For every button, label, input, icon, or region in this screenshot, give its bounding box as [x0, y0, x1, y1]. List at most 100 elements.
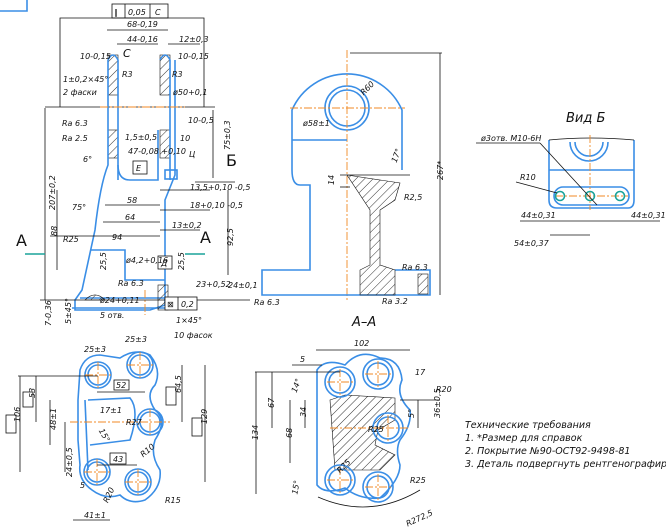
section-arrow-a-right: А	[200, 228, 211, 247]
dim-r20: R20	[436, 385, 452, 394]
dim-10-right: 10-0,15	[178, 52, 209, 61]
tech-req-item: 3. Деталь подвергнуть рентгенографиров	[465, 459, 666, 470]
symmetry-frame: ⊠ 0,2	[164, 296, 198, 311]
svg-text:⊠: ⊠	[167, 300, 174, 309]
section-aa: R60 ø58±1 17° 14 R2,5 267* 24±0,1 Ra 6.3…	[228, 50, 445, 330]
dim-23: 23+0,52	[196, 280, 231, 289]
roughness-ra63-right: Ra 6.3	[402, 263, 428, 272]
dim-chamfer-note: 2 фаски	[63, 88, 97, 97]
dim-25-left: 25±3	[84, 345, 106, 354]
dim-24-5: 24±0,5	[65, 447, 74, 477]
dim-267: 267*	[436, 161, 445, 180]
dim-angle-75: 75°	[72, 203, 86, 212]
dim-5-45: 5±45°	[64, 298, 73, 324]
dim-angle-17: 17°	[390, 147, 403, 163]
dim-phi50: ø50+0,1	[172, 88, 208, 97]
dim-r20: R20	[102, 486, 117, 504]
dim-129: 129	[200, 409, 209, 424]
dim-102: 102	[354, 339, 369, 348]
dim-75: 75±0,3	[223, 120, 232, 150]
dim-134: 134	[251, 425, 260, 440]
dim-thread: ø3отв. М10-6Н	[480, 134, 541, 143]
section-aa-contour	[291, 73, 403, 170]
roughness-ra63-left: Ra 6.3	[254, 298, 280, 307]
dim-13: 13±0,2	[172, 221, 202, 230]
dim-13-5: 13,5+0,10 -0,5	[190, 183, 250, 192]
lug-right-section	[159, 54, 171, 96]
dim-angle-15: 15°	[97, 427, 112, 444]
main-view: ∥ 0,05 С	[16, 3, 250, 340]
dim-10-05: 10-0,5	[188, 116, 214, 125]
dim-chamfer-note-10: 10 фасок	[174, 331, 213, 340]
datum-c: С	[123, 47, 131, 60]
plan-right-contour	[316, 353, 412, 500]
dim-r27: R27	[126, 418, 143, 427]
plan-right-hatch	[329, 394, 396, 471]
dim-angle-5: 5°	[407, 409, 416, 418]
dim-phi24: ø24+0,11	[99, 296, 140, 305]
plan-view-right: 102 5 17 R20 14° 67 134 68 34 R25 36±0,5…	[251, 339, 452, 528]
dim-44: 44-0,16	[127, 35, 158, 44]
dim-53: 53	[28, 388, 37, 398]
parallelism-frame: ∥ 0,05 С	[111, 3, 169, 19]
dim-r25-right: R25	[410, 476, 426, 485]
dim-5: 5	[300, 355, 305, 364]
dim-25-right: 25±3	[125, 335, 147, 344]
datum-ts: Ц	[189, 150, 195, 159]
lug-left-section	[107, 54, 119, 96]
dim-angle-6: 6°	[83, 155, 92, 164]
dim-106: 106	[13, 407, 22, 422]
dim-58: 58	[127, 196, 137, 205]
dim-64: 64	[125, 213, 135, 222]
dim-52: 52	[116, 381, 126, 390]
dim-25-5-left: 25,5	[99, 252, 108, 270]
dim-68: 68	[285, 428, 294, 438]
parallelism-symbol: ∥	[114, 8, 118, 17]
sheet-corner-frame	[0, 0, 28, 12]
roughness-ra25: Ra 2.5	[62, 134, 88, 143]
tech-req-item: 1. *Размер для справок	[465, 433, 583, 444]
dim-chamfer-1x45: 1×45°	[176, 316, 202, 325]
dim-34: 34	[299, 407, 308, 417]
datum-e: Е	[136, 164, 142, 173]
dim-10-left: 10-0,15	[80, 52, 111, 61]
dim-r25-center: R25	[368, 425, 384, 434]
dim-14: 14	[327, 175, 336, 185]
dim-r60: R60	[359, 80, 377, 98]
parallelism-value: 0,05	[128, 8, 146, 17]
view-b: Вид Б ø3отв. М10-6Н R10 44±0,31 44±0,31 …	[476, 111, 666, 248]
parallelism-datum: С	[155, 8, 161, 17]
plan-view-left: 25±3 25±3 52 53 106 64,5 129 17±1 48±1 R…	[5, 335, 209, 521]
roughness-ra32: Ra 3.2	[382, 297, 408, 306]
section-aa-title: А–А	[351, 315, 376, 330]
tech-req-title: Технические требования	[465, 420, 591, 431]
dim-43: 43	[113, 455, 123, 464]
dim-48: 48±1	[49, 408, 58, 430]
dim-5: 5	[80, 481, 85, 490]
roughness-ra63-bottom: Ra 6.3	[118, 279, 144, 288]
dim-18: 18+0,10 -0,5	[190, 201, 243, 210]
svg-text:0,2: 0,2	[181, 300, 194, 309]
dim-64-5: 64,5	[174, 375, 183, 393]
dim-r3-left: R3	[122, 70, 133, 79]
dim-angle-14: 14°	[290, 377, 303, 393]
dim-92-5: 92,5	[226, 228, 235, 246]
dim-12: 12±0,3	[179, 35, 209, 44]
dim-phi58: ø58±1	[302, 119, 330, 128]
technical-requirements: Технические требования 1. *Размер для сп…	[465, 420, 666, 470]
dim-r3-right: R3	[172, 70, 183, 79]
dim-r2-5: R2,5	[404, 193, 422, 202]
view-b-title: Вид Б	[566, 111, 605, 126]
view-arrow-b: Б	[226, 151, 237, 170]
dim-17: 17±1	[100, 406, 122, 415]
dim-17: 17	[415, 368, 426, 377]
dim-41: 41±1	[84, 511, 106, 520]
dim-angle-15: 15°	[290, 480, 301, 496]
dim-r15: R15	[165, 496, 181, 505]
dim-68: 68-0,19	[127, 20, 158, 29]
dim-44-left: 44±0,31	[521, 211, 556, 220]
dim-10: 10	[180, 134, 190, 143]
roughness-ra63: Ra 6.3	[62, 119, 88, 128]
dim-207: 207±0,2	[48, 175, 57, 210]
